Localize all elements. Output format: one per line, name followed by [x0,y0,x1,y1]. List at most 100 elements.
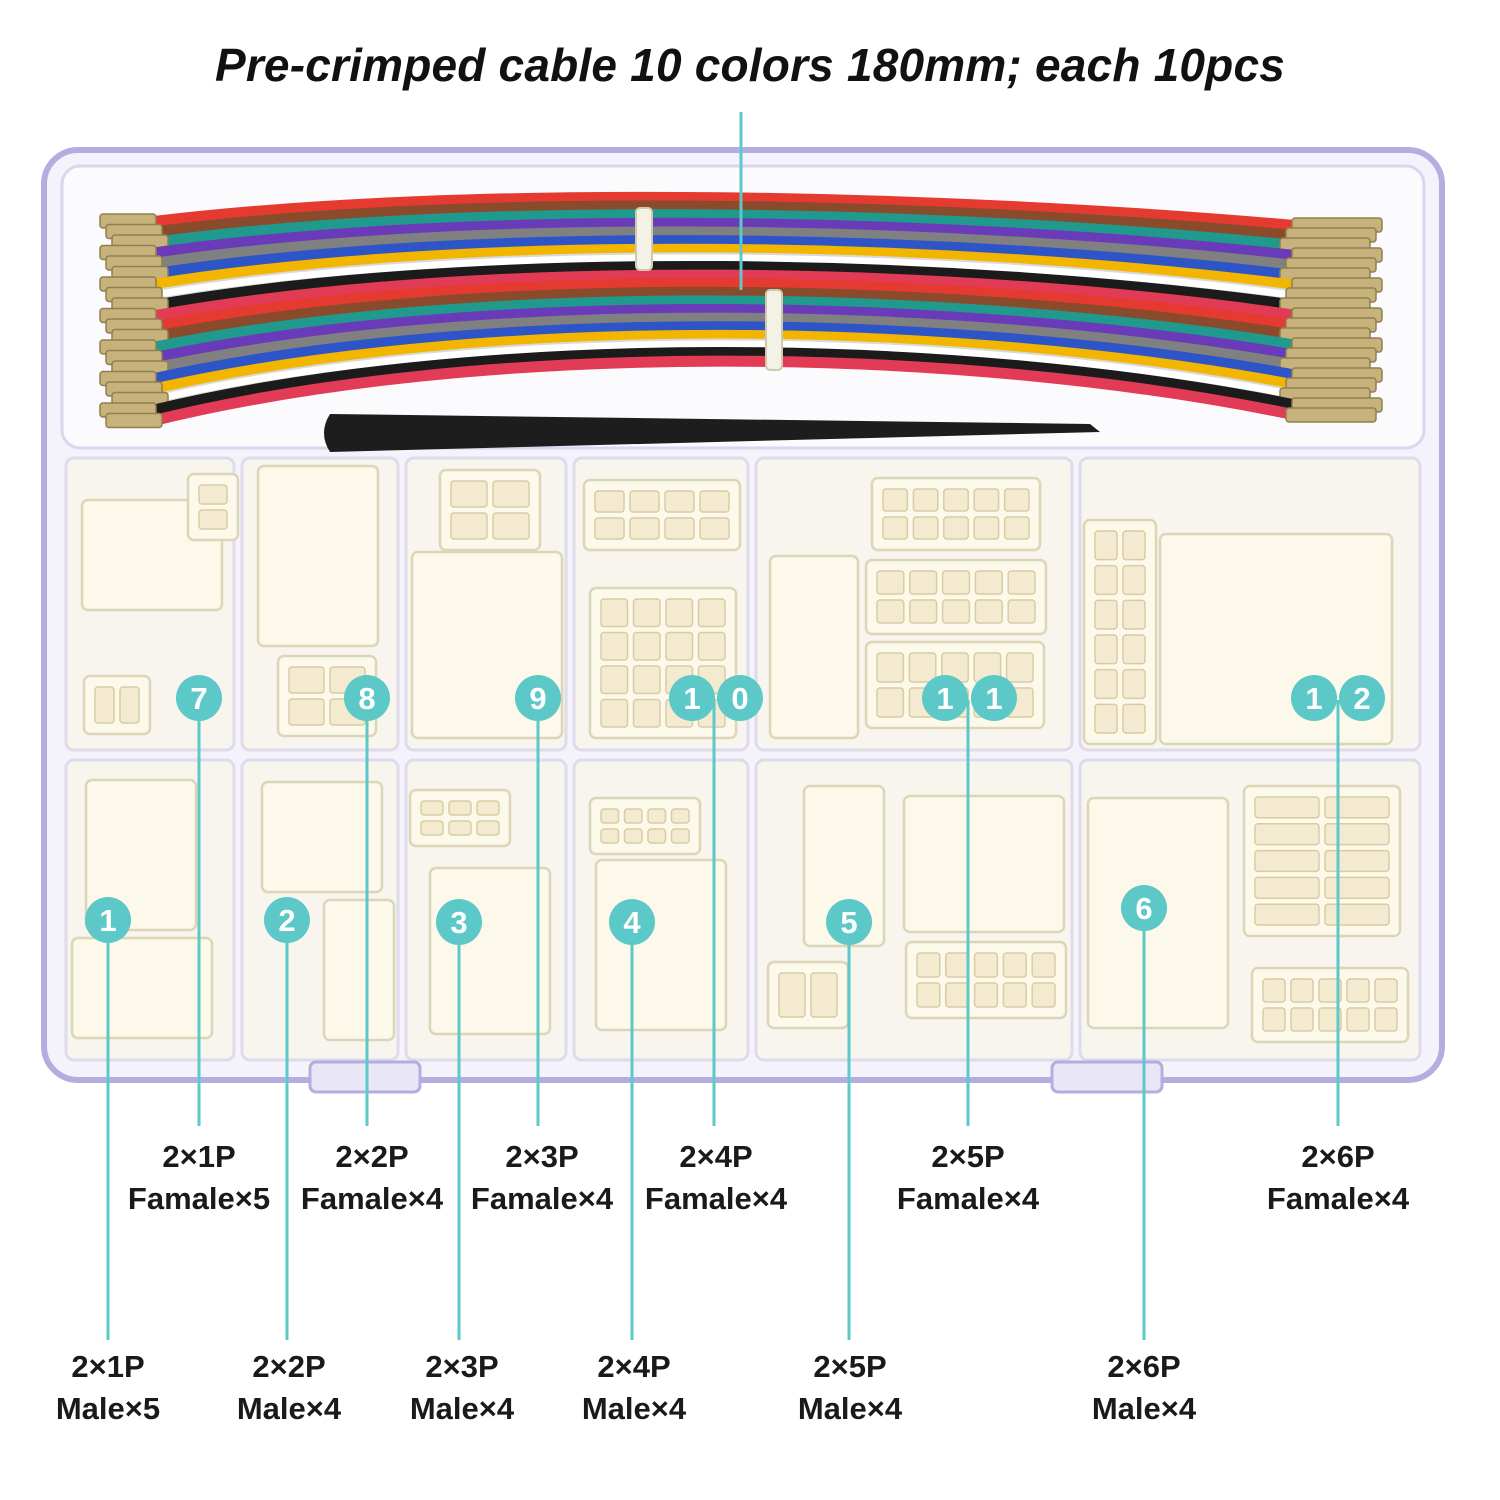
pin-cavity [1094,599,1118,630]
pin-cavity [1122,703,1146,734]
number-badge [85,897,131,943]
pin-cavity [1003,488,1030,512]
connector-housing [82,674,152,736]
wire [144,243,1306,292]
label-male-2x6p: 2×6P Male×4 [1024,1346,1264,1430]
number-badge [1339,675,1385,721]
connector-housing [84,778,198,932]
pin-cavity [916,952,941,978]
wire [144,286,1306,343]
pin-cavity [665,598,694,628]
label-quantity: Male×4 [1091,1391,1197,1426]
number-badge [669,675,715,721]
connector-housing [256,464,380,648]
pin-cavity [632,631,661,661]
label-male-2x4p: 2×4P Male×4 [514,1346,754,1430]
pin-cavity [600,698,629,728]
number-badge-text: 1 [985,681,1002,716]
label-male-2x5p: 2×5P Male×4 [730,1346,970,1430]
number-badge-text: 1 [1305,681,1322,716]
pin-cavity [1094,703,1118,734]
wire [144,235,1306,282]
number-badge-text: 9 [529,681,546,716]
label-female-2x5p: 2×5P Famale×4 [848,1136,1088,1220]
pin-cavity [632,698,661,728]
pin-cavity [198,484,228,505]
pin-cavity [882,488,909,512]
connector-housing [588,796,702,856]
pin-cavity [1254,823,1320,846]
number-badge-text: 3 [450,905,467,940]
connector-housing [186,472,240,542]
pin-cavity [1346,1007,1370,1032]
pin-cavity [629,517,660,540]
label-size: 2×3P [505,1139,579,1174]
wire [144,260,1306,312]
connector-housing [428,866,552,1036]
pin-cavity [623,828,643,844]
pin-cavity [1254,903,1320,926]
pin-cavity [1346,978,1370,1003]
number-badge [176,675,222,721]
number-badge-text: 8 [358,681,375,716]
pin-cavity [492,480,530,508]
number-badge-text: 0 [731,681,748,716]
pin-cavity [699,517,730,540]
pin-cavity [1290,978,1314,1003]
pin-cavity [594,517,625,540]
label-female-2x3p: 2×3P Famale×4 [422,1136,662,1220]
pin-cavity [1254,876,1320,899]
pin-cavity [1122,634,1146,665]
number-badge-text: 1 [683,681,700,716]
label-quantity: Male×5 [55,1391,161,1426]
pin-cavity [632,598,661,628]
number-badge-text: 2 [1353,681,1370,716]
number-badge [1121,885,1167,931]
pin-cavity [1002,982,1027,1008]
pin-cavity [974,599,1003,624]
pin-cavity [778,972,806,1018]
label-quantity: Famale×4 [896,1181,1040,1216]
label-female-2x6p: 2×6P Famale×4 [1218,1136,1458,1220]
pin-cavity [1324,849,1390,873]
tweezers [324,414,1100,452]
number-badge [922,675,968,721]
label-quantity: Famale×5 [127,1181,271,1216]
number-badge [515,675,561,721]
pin-cavity [1374,978,1398,1003]
pin-cavity [600,598,629,628]
pin-cavity [288,666,325,694]
wire [144,226,1306,272]
number-badge [826,899,872,945]
pin-cavity [876,599,905,624]
pin-cavity [119,686,140,724]
number-badge [609,899,655,945]
pin-cavity [697,598,726,628]
pin-cavity [943,488,969,512]
pin-cavity [647,828,667,844]
label-size: 2×2P [252,1349,326,1384]
number-badge [436,899,482,945]
connector-housing [408,788,512,848]
pin-cavity [1003,516,1030,540]
crimp-terminal [1285,407,1377,423]
pin-cavity [697,631,726,661]
pin-cavity [1122,564,1146,596]
label-quantity: Male×4 [409,1391,515,1426]
pin-cavity [1094,530,1118,561]
pin-cavity [810,972,838,1018]
number-badge-text: 4 [623,905,641,940]
pin-cavity [629,490,660,513]
pin-cavity [1262,1007,1286,1032]
pin-cavity [909,570,938,595]
connector-housing [768,554,860,740]
pin-cavity [1031,982,1056,1008]
pin-cavity [1324,903,1390,926]
label-female-2x4p: 2×4P Famale×4 [596,1136,836,1220]
number-badge [344,675,390,721]
cable-tie [765,289,783,371]
number-badge-text: 5 [840,905,857,940]
page-title: Pre-crimped cable 10 colors 180mm; each … [214,39,1286,91]
pin-cavity [664,490,695,513]
